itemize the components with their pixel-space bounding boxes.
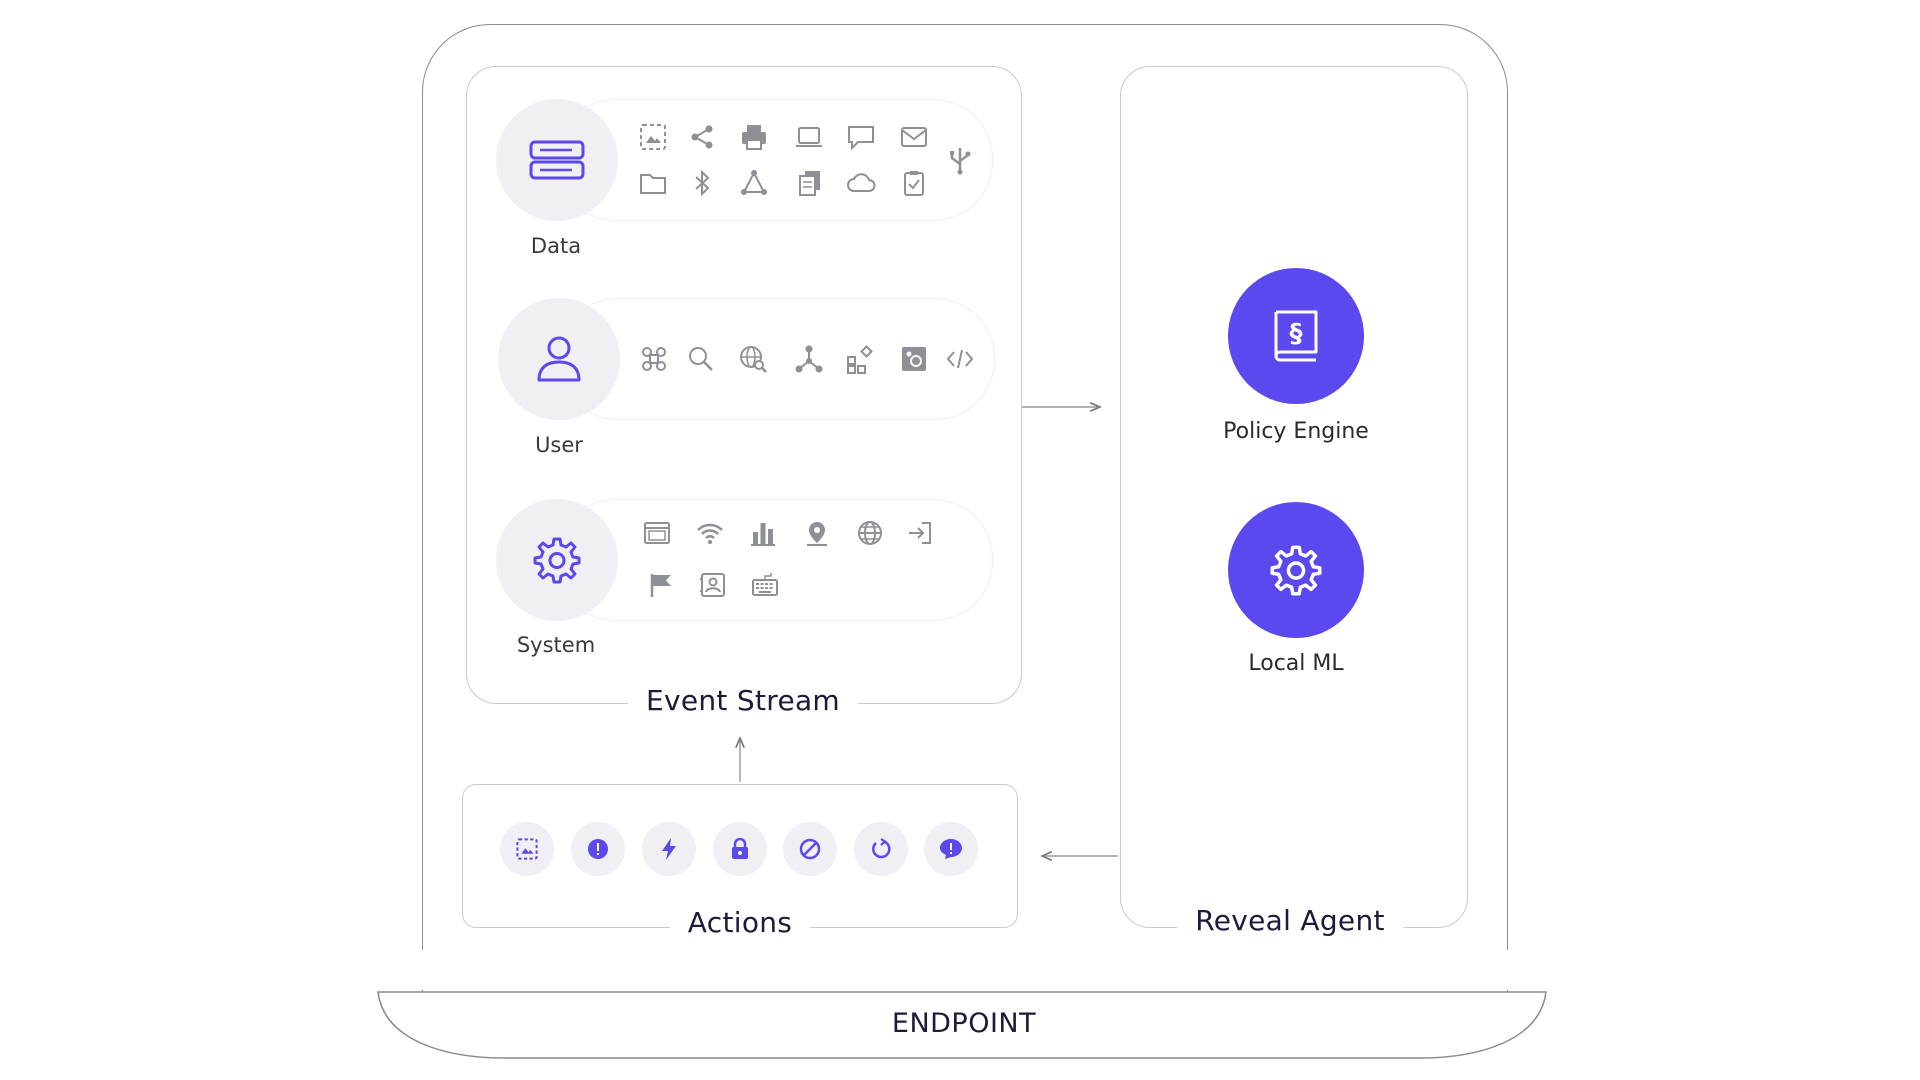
svg-text:§: § — [1290, 319, 1303, 349]
policy-engine-label: Policy Engine — [1223, 419, 1369, 444]
laptop-icon — [794, 122, 824, 152]
reveal-agent-title: Reveal Agent — [1177, 904, 1403, 937]
lightning-icon — [662, 838, 676, 860]
flag-icon — [646, 570, 676, 600]
contact-card-icon — [698, 570, 728, 600]
server-icon — [529, 140, 585, 180]
block-icon — [799, 838, 821, 860]
laptop-lid-outline — [422, 24, 1508, 1025]
browser-window-icon — [642, 518, 672, 548]
alert-icon — [588, 839, 608, 859]
search-icon — [686, 344, 716, 374]
message-alert-icon — [940, 839, 962, 859]
copy-files-icon — [794, 168, 824, 198]
action-alert[interactable] — [571, 822, 625, 876]
usb-icon — [945, 145, 975, 175]
action-restart[interactable] — [854, 822, 908, 876]
policy-book-icon: § — [1274, 310, 1318, 362]
gear-icon — [1270, 545, 1322, 596]
chat-icon — [846, 122, 876, 152]
event-stream-title: Event Stream — [627, 684, 859, 717]
policy-engine-circle[interactable]: § — [1228, 268, 1364, 404]
reveal-agent-panel — [1120, 66, 1468, 928]
location-pin-icon — [802, 518, 832, 548]
network-nodes-icon — [739, 168, 769, 198]
local-ml-label: Local ML — [1248, 651, 1344, 676]
action-lock[interactable] — [713, 822, 767, 876]
keyboard-icon — [750, 570, 780, 600]
data-row-strip — [556, 99, 993, 221]
data-bubble[interactable] — [496, 99, 618, 221]
code-icon — [945, 344, 975, 374]
user-row-strip — [558, 298, 995, 420]
user-icon — [537, 336, 581, 382]
screenshot-icon — [516, 838, 538, 860]
screenshot-icon — [638, 122, 668, 152]
action-screenshot[interactable] — [500, 822, 554, 876]
system-label: System — [516, 633, 596, 657]
action-message[interactable] — [924, 822, 978, 876]
clipboard-check-icon — [899, 168, 929, 198]
endpoint-label: ENDPOINT — [891, 1008, 1037, 1039]
action-block[interactable] — [783, 822, 837, 876]
wifi-icon — [695, 518, 725, 548]
share-icon — [687, 122, 717, 152]
bluetooth-icon — [687, 168, 717, 198]
actions-title: Actions — [669, 906, 811, 939]
action-lightning[interactable] — [642, 822, 696, 876]
printer-icon — [739, 122, 769, 152]
lock-icon — [732, 838, 748, 859]
cloud-icon — [846, 168, 876, 198]
lid-mask — [410, 950, 1520, 990]
apps-icon — [845, 344, 875, 374]
folder-icon — [638, 168, 668, 198]
web-search-icon — [738, 344, 768, 374]
globe-icon — [855, 518, 885, 548]
settings-panel-icon — [899, 344, 929, 374]
bar-chart-icon — [748, 518, 778, 548]
user-bubble[interactable] — [498, 298, 620, 420]
gear-icon — [533, 537, 581, 584]
system-bubble[interactable] — [496, 499, 618, 621]
user-label: User — [535, 433, 583, 457]
command-key-icon — [639, 344, 669, 374]
login-icon — [905, 518, 935, 548]
hub-icon — [794, 344, 824, 374]
restart-icon — [872, 838, 891, 859]
email-icon — [899, 122, 929, 152]
local-ml-circle[interactable] — [1228, 502, 1364, 638]
system-row-strip — [556, 499, 993, 621]
data-label: Data — [530, 234, 582, 258]
